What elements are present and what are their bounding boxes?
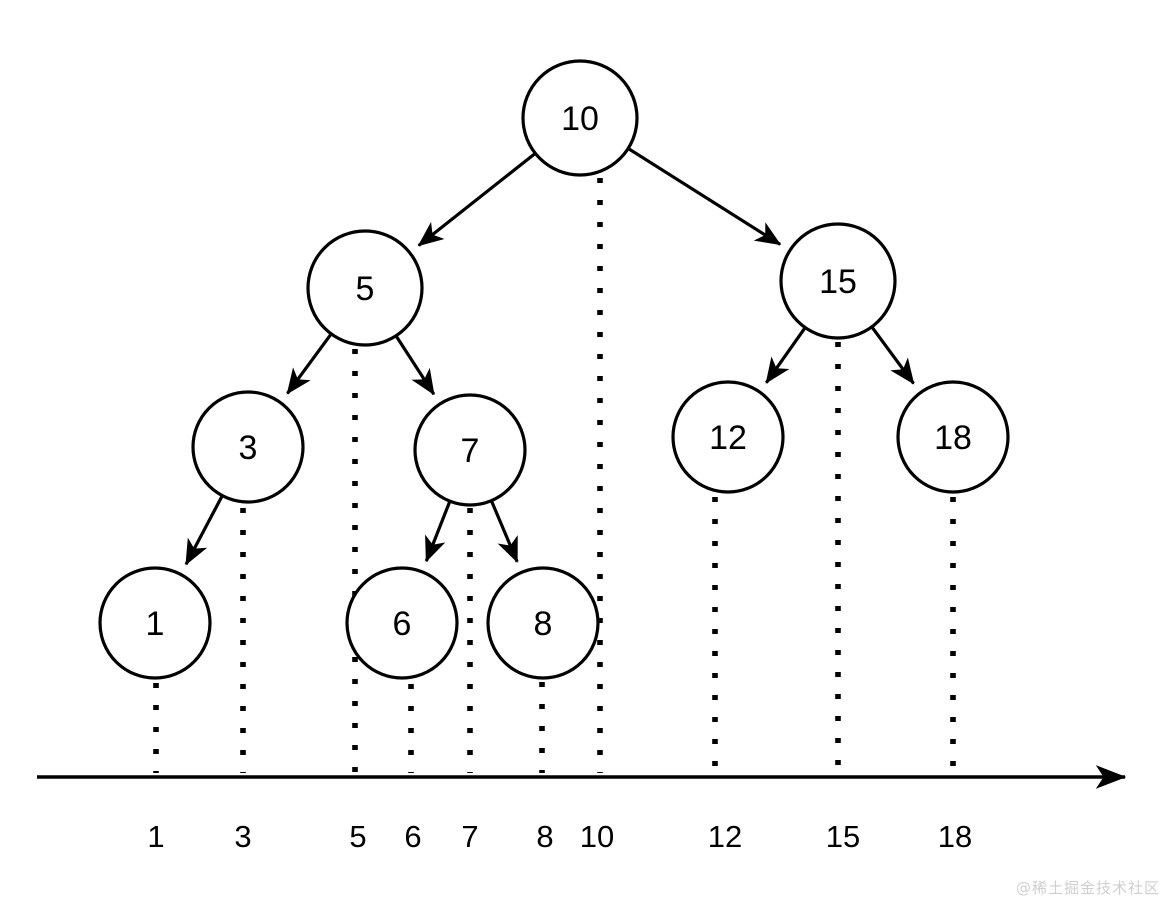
node-value-6: 6 — [393, 605, 412, 643]
tree-edge-n5-to-n7 — [395, 335, 436, 396]
tree-node-15[interactable]: 15 — [779, 222, 897, 340]
tree-edge-n5-to-n3 — [286, 333, 332, 395]
tree-nodes-group: 10 5 15 3 7 12 18 1 6 8 — [98, 59, 1010, 680]
node-value-5: 5 — [356, 270, 375, 308]
tree-edge-n10-to-n15 — [628, 147, 782, 246]
axis-tick-labels-group: 1 3 5 6 7 8 10 12 15 18 — [147, 819, 972, 854]
node-circle-12 — [671, 380, 785, 494]
node-circle-15 — [779, 222, 897, 340]
tree-node-7[interactable]: 7 — [413, 393, 527, 507]
node-circle-6 — [345, 566, 459, 680]
axis-tick-label-10: 10 — [580, 819, 614, 854]
tree-node-12[interactable]: 12 — [671, 380, 785, 494]
tree-edge-n7-to-n6 — [424, 501, 452, 563]
tree-node-5[interactable]: 5 — [306, 229, 424, 347]
node-value-3: 3 — [239, 429, 258, 467]
node-circle-1 — [98, 566, 212, 680]
axis-tick-label-8: 8 — [536, 819, 553, 854]
tree-edges-group — [184, 147, 915, 566]
node-circle-7 — [413, 393, 527, 507]
axis-tick-label-5: 5 — [349, 819, 366, 854]
tree-edge-n15-to-n18 — [871, 326, 915, 385]
node-circle-5 — [306, 229, 424, 347]
node-value-18: 18 — [934, 419, 972, 457]
node-circle-10 — [521, 59, 639, 177]
tree-node-1[interactable]: 1 — [98, 566, 212, 680]
tree-edge-n3-to-n1 — [184, 495, 224, 566]
axis-tick-label-15: 15 — [826, 819, 860, 854]
node-value-12: 12 — [709, 419, 747, 457]
tree-node-8[interactable]: 8 — [486, 566, 600, 680]
node-value-7: 7 — [461, 432, 480, 470]
axis-tick-label-1: 1 — [147, 819, 164, 854]
tree-edge-n15-to-n12 — [765, 327, 806, 384]
node-circle-3 — [191, 390, 305, 504]
projection-lines-group — [153, 178, 956, 773]
tree-edge-n10-to-n5 — [417, 152, 536, 247]
node-value-8: 8 — [534, 605, 553, 643]
tree-node-10[interactable]: 10 — [521, 59, 639, 177]
tree-node-3[interactable]: 3 — [191, 390, 305, 504]
axis-tick-label-18: 18 — [938, 819, 972, 854]
node-value-1: 1 — [146, 605, 165, 643]
node-value-10: 10 — [561, 100, 599, 138]
node-value-15: 15 — [819, 263, 857, 301]
axis-tick-label-6: 6 — [404, 819, 421, 854]
node-circle-18 — [896, 380, 1010, 494]
axis-tick-label-7: 7 — [461, 819, 478, 854]
watermark-text: @稀土掘金技术社区 — [1015, 879, 1160, 897]
axis-tick-label-3: 3 — [234, 819, 251, 854]
tree-node-18[interactable]: 18 — [896, 380, 1010, 494]
tree-node-6[interactable]: 6 — [345, 566, 459, 680]
axis-tick-label-12: 12 — [708, 819, 742, 854]
node-circle-8 — [486, 566, 600, 680]
tree-edge-n7-to-n8 — [490, 500, 519, 563]
